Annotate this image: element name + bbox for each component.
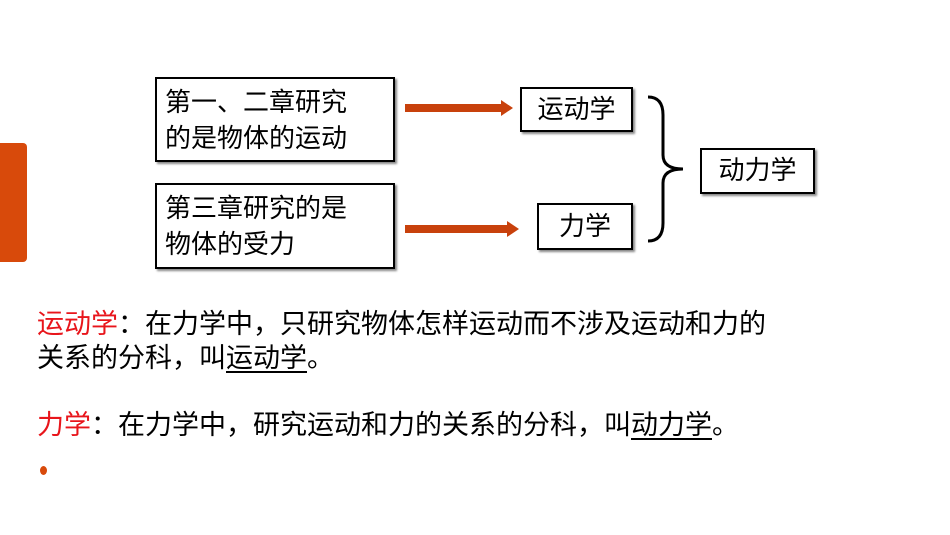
definition-text: 关系的分科，叫 — [37, 343, 226, 374]
period: 。 — [712, 410, 739, 441]
term-label: 动力学 — [718, 156, 797, 186]
accent-bar — [0, 143, 27, 262]
definition-term: 力学 — [37, 410, 91, 441]
source-box-line: 第一、二章研究 — [165, 88, 348, 118]
source-box-motion: 第一、二章研究 的是物体的运动 — [155, 77, 395, 162]
term-label: 运动学 — [537, 94, 616, 125]
bullet-dot-icon — [40, 466, 47, 475]
definition-text: 在力学中，研究运动和力的关系的分科，叫 — [118, 410, 631, 441]
curly-brace-icon — [647, 95, 684, 243]
period: 。 — [307, 343, 334, 374]
underlined-term: 动力学 — [631, 410, 712, 441]
source-box-line: 物体的受力 — [165, 230, 296, 260]
colon: ： — [91, 410, 118, 441]
term-box-dynamics: 动力学 — [700, 148, 815, 194]
source-box-line: 第三章研究的是 — [165, 194, 348, 224]
definition-dynamics: 力学：在力学中，研究运动和力的关系的分科，叫动力学。 — [37, 409, 739, 443]
source-box-force: 第三章研究的是 物体的受力 — [155, 183, 395, 269]
term-label: 力学 — [558, 211, 611, 242]
definition-term: 运动学 — [37, 309, 118, 340]
source-box-line: 的是物体的运动 — [165, 124, 348, 154]
definition-kinematics: 运动学：在力学中，只研究物体怎样运动而不涉及运动和力的 关系的分科，叫运动学。 — [37, 308, 766, 376]
colon: ： — [118, 309, 145, 340]
term-box-kinematics: 运动学 — [520, 87, 633, 132]
definition-text: 在力学中，只研究物体怎样运动而不涉及运动和力的 — [145, 309, 766, 340]
term-box-mechanics: 力学 — [537, 203, 633, 250]
underlined-term: 运动学 — [226, 343, 307, 374]
